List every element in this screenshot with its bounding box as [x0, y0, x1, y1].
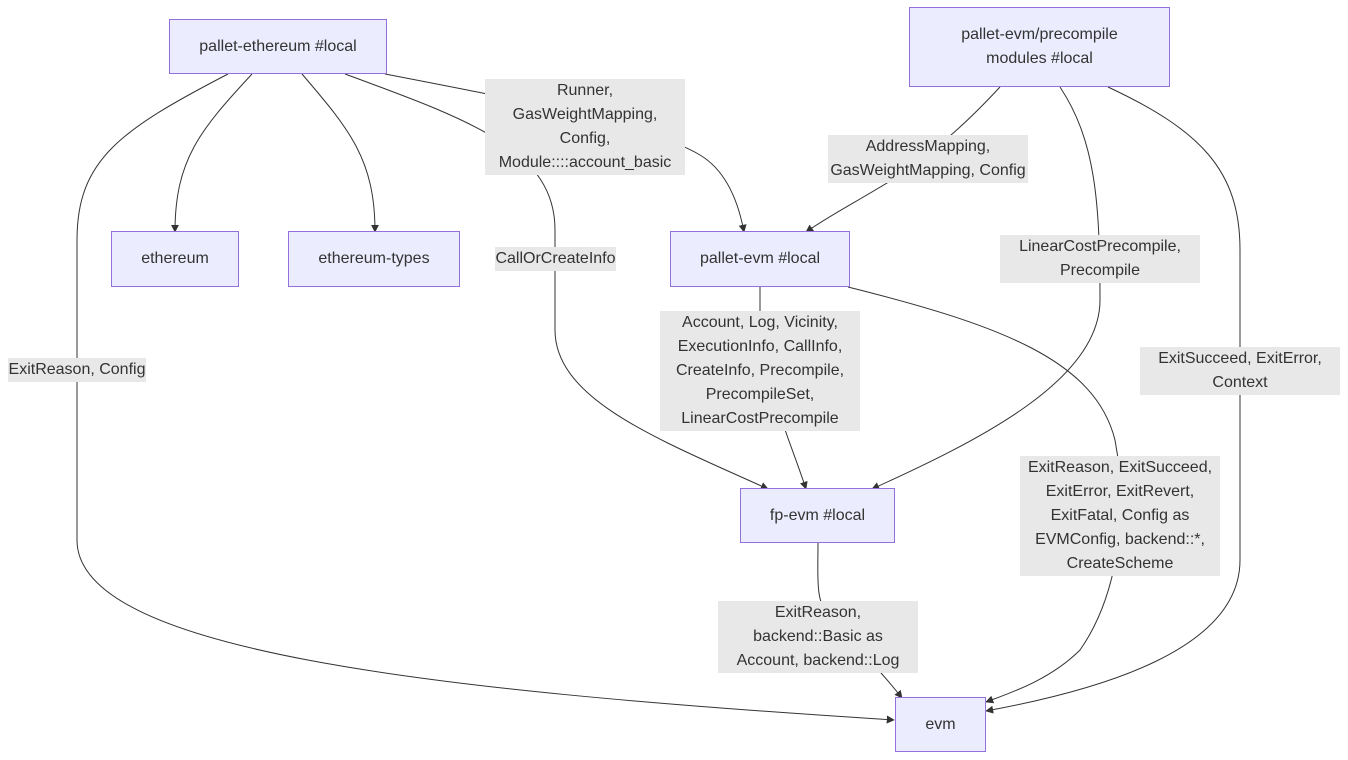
edge-label-pallet-evm-to-fp-evm: Account, Log, Vicinity, ExecutionInfo, C…: [660, 311, 860, 431]
edge-label-pallet-ethereum-to-fp-evm: CallOrCreateInfo: [495, 247, 616, 271]
edge-pallet-ethereum-to-ethereum-types: [301, 73, 379, 233]
node-ethereum: ethereum: [111, 231, 239, 287]
node-pallet-evm: pallet-evm #local: [670, 231, 850, 287]
node-pallet-ethereum: pallet-ethereum #local: [169, 19, 387, 74]
node-evm: evm: [895, 697, 986, 752]
edge-pallet-ethereum-to-fp-evm: [344, 73, 769, 490]
edge-label-precompile-to-evm: ExitSucceed, ExitError, Context: [1140, 347, 1340, 395]
edge-label-pallet-ethereum-to-evm: ExitReason, Config: [8, 358, 146, 382]
edge-label-fp-evm-to-evm: ExitReason, backend::Basic as Account, b…: [718, 601, 918, 673]
edge-pallet-ethereum-to-evm: [76, 73, 895, 724]
edge-label-pallet-ethereum-to-pallet-evm: Runner, GasWeightMapping, Config, Module…: [485, 79, 685, 175]
edge-label-precompile-to-fp-evm: LinearCostPrecompile, Precompile: [1000, 235, 1200, 283]
edge-precompile-to-evm: [985, 86, 1241, 714]
node-fp-evm: fp-evm #local: [740, 488, 895, 543]
edge-label-precompile-to-pallet-evm: AddressMapping, GasWeightMapping, Config: [828, 135, 1028, 183]
edge-label-pallet-evm-to-evm: ExitReason, ExitSucceed, ExitError, Exit…: [1020, 456, 1220, 576]
edge-pallet-ethereum-to-ethereum: [171, 73, 253, 233]
node-ethereum-types: ethereum-types: [288, 231, 460, 287]
node-pallet-evm-precompile: pallet-evm/precompile modules #local: [909, 7, 1170, 87]
edge-precompile-to-fp-evm: [871, 86, 1101, 490]
